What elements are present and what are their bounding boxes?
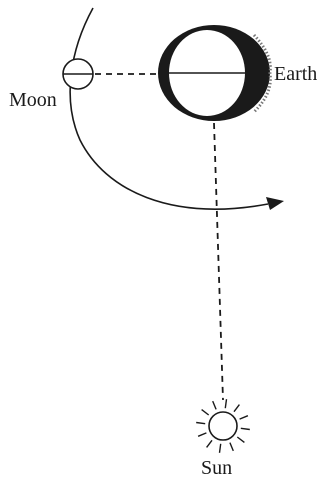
sun-ray — [230, 443, 233, 451]
sun-ray — [237, 437, 244, 442]
earth-sun-line — [214, 123, 223, 400]
sun-icon — [196, 399, 250, 453]
sun-ray — [213, 401, 216, 409]
arrow-right-icon — [266, 197, 284, 210]
sun-label: Sun — [201, 457, 232, 479]
sun-ray — [198, 433, 206, 436]
sun-ray — [240, 416, 248, 419]
earth-label: Earth — [274, 63, 317, 85]
sun-ray — [225, 399, 226, 408]
sun-ray — [207, 440, 212, 447]
moon-icon — [63, 59, 93, 89]
sun-ray — [241, 428, 250, 429]
earth-icon — [158, 25, 270, 121]
sun-ray — [234, 405, 239, 412]
sun-ray — [220, 444, 221, 453]
sun-ray — [202, 410, 209, 415]
moon-label: Moon — [9, 89, 57, 111]
sun-ray — [196, 423, 205, 424]
